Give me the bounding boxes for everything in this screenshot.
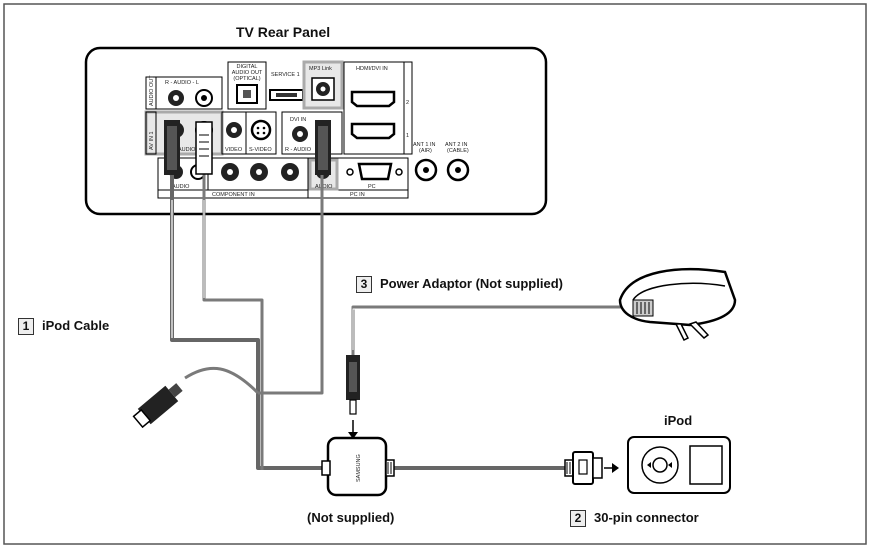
svg-text:2: 2 <box>406 100 409 106</box>
svg-text:AV IN 1: AV IN 1 <box>149 131 155 150</box>
power-plug <box>346 355 360 439</box>
step-number-1: 1 <box>18 318 34 335</box>
svg-text:VIDEO: VIDEO <box>225 147 243 153</box>
digital-audio-out: DIGITAL AUDIO OUT (OPTICAL) <box>227 61 267 110</box>
step-number-2: 2 <box>570 510 586 527</box>
svg-text:(AIR): (AIR) <box>419 148 432 154</box>
ipod-cable-text: iPod Cable <box>42 318 110 333</box>
ipod-device <box>627 436 731 494</box>
page-title: TV Rear Panel <box>236 24 331 40</box>
svg-text:DVI IN: DVI IN <box>290 117 306 123</box>
svg-text:AUDIO: AUDIO <box>172 184 190 190</box>
svg-text:SERVICE 1: SERVICE 1 <box>271 72 300 78</box>
audio-out-group: AUDIO OUT R - AUDIO - L <box>145 75 223 110</box>
svg-text:PC IN: PC IN <box>350 192 365 198</box>
connector-label: 2 30-pin connector <box>570 510 699 527</box>
svg-text:COMPONENT IN: COMPONENT IN <box>212 192 255 198</box>
svg-text:AUDIO OUT: AUDIO OUT <box>232 70 263 76</box>
audio-out-lr-label: R - AUDIO - L <box>165 80 199 86</box>
svg-text:R - AUDIO: R - AUDIO <box>285 147 312 153</box>
mp3-link-port: MP3 Link <box>302 60 344 110</box>
ipod-label: iPod <box>664 413 693 428</box>
hdmi-port-1 <box>350 122 396 140</box>
power-adaptor-text: Power Adaptor (Not supplied) <box>380 276 563 291</box>
svg-text:1: 1 <box>406 133 409 139</box>
dock-brand: SAMSUNG <box>356 454 362 482</box>
svg-text:ANT 1 IN: ANT 1 IN <box>413 142 436 148</box>
svg-text:ANT 2 IN: ANT 2 IN <box>445 142 468 148</box>
audio-out-label: AUDIO OUT <box>149 75 155 106</box>
diagram-border <box>3 3 867 545</box>
power-adaptor <box>618 267 737 342</box>
svg-text:S-VIDEO: S-VIDEO <box>249 147 272 153</box>
connector-text: 30-pin connector <box>594 510 699 525</box>
svg-text:DIGITAL: DIGITAL <box>237 64 258 70</box>
ipod-cable-label: 1 iPod Cable <box>18 318 109 335</box>
svg-text:HDMI/DVI IN: HDMI/DVI IN <box>356 66 388 72</box>
hdmi-port-2 <box>350 90 396 108</box>
svg-text:MP3 Link: MP3 Link <box>309 66 332 72</box>
antenna-inputs: ANT 1 IN (AIR) ANT 2 IN (CABLE) <box>413 142 470 182</box>
svg-text:(OPTICAL): (OPTICAL) <box>233 76 260 82</box>
tv-plugs <box>164 120 331 175</box>
dock-box: SAMSUNG <box>321 436 395 497</box>
thirty-pin-connector <box>564 451 619 485</box>
video-jacks: VIDEO S-VIDEO <box>221 111 277 155</box>
hdmi-dvi-in: HDMI/DVI IN 2 1 <box>343 61 413 155</box>
not-supplied-label: (Not supplied) <box>307 510 395 525</box>
step-number-3: 3 <box>356 276 372 293</box>
svg-text:AUDIO: AUDIO <box>178 147 196 153</box>
ipod-cable-lines <box>170 140 636 470</box>
svg-text:AUDIO: AUDIO <box>315 184 333 190</box>
dvi-in-audio: DVI IN R - AUDIO <box>281 111 343 155</box>
power-adaptor-label: 3 Power Adaptor (Not supplied) <box>356 276 563 293</box>
svg-text:(CABLE): (CABLE) <box>447 148 469 154</box>
svg-text:PC: PC <box>368 184 376 190</box>
side-plug <box>132 383 183 429</box>
